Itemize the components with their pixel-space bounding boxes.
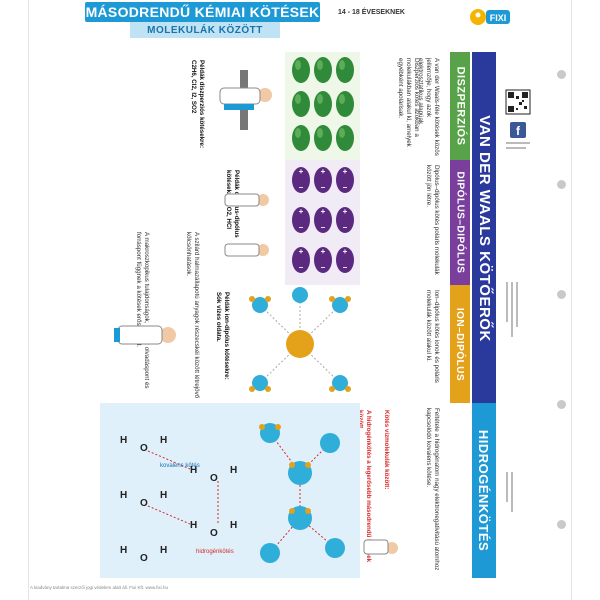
svg-text:+: + bbox=[343, 167, 348, 176]
binder-hole bbox=[557, 520, 566, 529]
svg-text:+: + bbox=[343, 207, 348, 216]
footer-text: A kiadvány tartalma szerzői jogi védelem… bbox=[30, 585, 169, 590]
svg-text:H: H bbox=[160, 435, 167, 446]
svg-text:H: H bbox=[120, 490, 127, 501]
hydrogen-bond-illustration: H O H H O H H O H H O H H O H kovalens kötés hidro… bbox=[100, 403, 360, 578]
side-info-panel: f bbox=[500, 52, 540, 577]
svg-text:O: O bbox=[210, 473, 218, 484]
standing-scientist-figure bbox=[110, 290, 180, 380]
disp-examples: Példák diszperziós kötésekre: C2H6, Cl2,… bbox=[190, 60, 205, 149]
svg-text:–: – bbox=[343, 183, 348, 192]
page-title: MÁSODRENDŰ KÉMIAI KÖTÉSEK bbox=[85, 2, 320, 22]
dd-definition: Dipólus–dipólus kötés poláris molekulák … bbox=[425, 165, 440, 275]
svg-text:H: H bbox=[120, 545, 127, 556]
svg-text:O: O bbox=[140, 498, 148, 509]
svg-text:H: H bbox=[190, 520, 197, 531]
kovalens-kotes-label: kovalens kötés bbox=[160, 463, 200, 469]
binder-hole bbox=[557, 70, 566, 79]
svg-text:H: H bbox=[160, 490, 167, 501]
scientist-figure-bottom bbox=[360, 520, 400, 575]
svg-text:+: + bbox=[321, 247, 326, 256]
svg-text:H: H bbox=[120, 435, 127, 446]
van-der-waals-bar: VAN DER WAALS KÖTŐERŐK bbox=[472, 52, 496, 404]
svg-text:–: – bbox=[343, 223, 348, 232]
id-definition: Ion–dipólus kötés ionok és poláris molek… bbox=[425, 290, 440, 383]
age-label: 14 - 18 ÉVESEKNEK bbox=[338, 9, 405, 16]
ion-dipolus-bar: ION–DIPÓLUS bbox=[450, 285, 470, 403]
svg-text:O: O bbox=[140, 553, 148, 564]
svg-text:–: – bbox=[321, 223, 326, 232]
svg-text:H: H bbox=[190, 465, 197, 476]
svg-text:–: – bbox=[299, 183, 304, 192]
svg-text:H: H bbox=[160, 545, 167, 556]
svg-text:H: H bbox=[230, 465, 237, 476]
vdw-intro-text: A van der Waals-féle kötések közös jelle… bbox=[417, 58, 440, 156]
disp-definition: Diszperziós kötés azokban a molekulákban… bbox=[397, 58, 420, 147]
svg-text:+: + bbox=[299, 247, 304, 256]
svg-text:+: + bbox=[299, 207, 304, 216]
diszperzios-bar: DISZPERZIÓS bbox=[450, 52, 470, 160]
binder-hole bbox=[557, 180, 566, 189]
svg-text:H: H bbox=[230, 520, 237, 531]
solid-text: A szilárd halmazállapotú anyagok részecs… bbox=[185, 232, 200, 399]
ion-dipole-illustration bbox=[240, 285, 360, 403]
dispersion-illustration bbox=[285, 52, 360, 160]
svg-text:–: – bbox=[299, 263, 304, 272]
page-subtitle: MOLEKULÁK KÖZÖTT bbox=[130, 22, 280, 38]
svg-text:O: O bbox=[140, 443, 148, 454]
svg-text:f: f bbox=[516, 124, 521, 138]
svg-text:+: + bbox=[343, 247, 348, 256]
dipole-illustration: + + + + + + + + + – – – – – – – – – bbox=[285, 160, 360, 285]
svg-text:–: – bbox=[321, 263, 326, 272]
svg-text:+: + bbox=[321, 167, 326, 176]
svg-text:+: + bbox=[321, 207, 326, 216]
hidrogenkotes-bar: HIDROGÉNKÖTÉS bbox=[472, 403, 496, 578]
binder-hole bbox=[557, 400, 566, 409]
svg-text:–: – bbox=[321, 183, 326, 192]
scientist-pair-figure bbox=[215, 180, 275, 280]
svg-text:–: – bbox=[299, 223, 304, 232]
binder-hole bbox=[557, 290, 566, 299]
dipolus-dipolus-bar: DIPÓLUS–DIPÓLUS bbox=[450, 160, 470, 285]
logo-text: FIXI bbox=[490, 13, 507, 23]
svg-text:–: – bbox=[343, 263, 348, 272]
h-definition: Feltétele a hidrogénatom nagy elektroneg… bbox=[425, 408, 440, 571]
fixi-logo: FIXI bbox=[468, 4, 512, 30]
svg-text:O: O bbox=[210, 528, 218, 539]
id-examples: Példák ion-dipólus kötésekre: Sók vízes … bbox=[215, 292, 230, 380]
svg-text:+: + bbox=[299, 167, 304, 176]
hidrogenkotes-label: hidrogénkötés bbox=[196, 549, 234, 555]
scientist-figure bbox=[210, 60, 280, 160]
